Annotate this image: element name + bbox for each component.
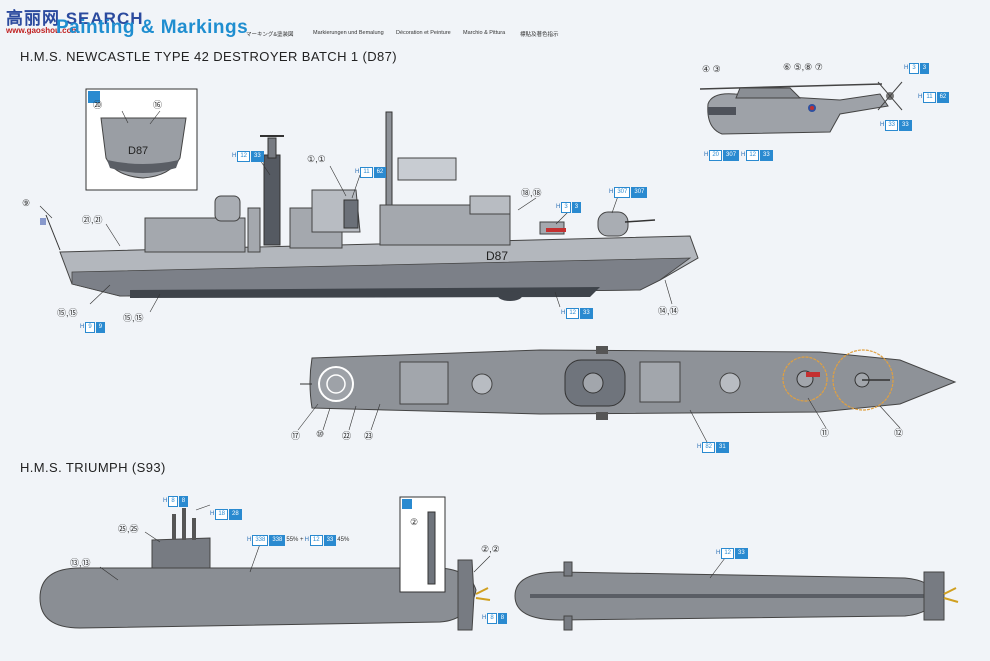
submarine-top-view bbox=[514, 557, 959, 631]
destroyer-top-view bbox=[297, 346, 957, 445]
submarine-inset bbox=[399, 496, 446, 593]
callout-22: ㉒ bbox=[342, 431, 352, 441]
callout-4-3: ④ ③ bbox=[702, 64, 721, 74]
header: 高丽网 SEARCH www.gaoshou.com Painting & Ma… bbox=[0, 0, 990, 42]
helicopter bbox=[699, 81, 903, 135]
callout-11: ⑪ bbox=[820, 428, 830, 438]
callout-6-5-8-7: ⑥ ⑤,⑧ ⑦ bbox=[783, 62, 823, 72]
lang-fr: Décoration et Peinture bbox=[396, 30, 451, 36]
callout-18: ⑱,⑱ bbox=[521, 188, 542, 198]
callout-25: ㉕,㉕ bbox=[118, 524, 139, 534]
callout-23: ㉓ bbox=[364, 431, 374, 441]
hull-number: D87 bbox=[486, 249, 508, 263]
destroyer-title: H.M.S. NEWCASTLE TYPE 42 DESTROYER BATCH… bbox=[20, 49, 398, 64]
lang-de: Markierungen und Bemalung bbox=[313, 30, 384, 36]
watermark: 高丽网 SEARCH bbox=[6, 9, 144, 28]
callout-2: ②,② bbox=[481, 544, 500, 554]
lang-it: Marchio & Pittura bbox=[463, 30, 506, 36]
callout-10: ⑩ bbox=[316, 429, 325, 439]
callout-inset-2: ② bbox=[410, 517, 419, 527]
callout-21: ㉑,㉑ bbox=[82, 215, 103, 225]
callout-1: ①,① bbox=[307, 154, 326, 164]
callout-16: ⑯ bbox=[153, 100, 163, 110]
lang-ja: マーキング&塗装図 bbox=[246, 32, 294, 38]
callout-15b: ⑮,⑮ bbox=[123, 313, 144, 323]
submarine-side-view bbox=[39, 504, 491, 631]
callout-12: ⑫ bbox=[894, 428, 904, 438]
lang-zh: 標貼及著色指示 bbox=[520, 32, 559, 38]
callout-9: ⑨ bbox=[22, 198, 31, 208]
transom-marking: D87 bbox=[128, 145, 148, 157]
callout-13: ⑬,⑬ bbox=[70, 558, 91, 568]
submarine-title: H.M.S. TRIUMPH (S93) bbox=[20, 460, 166, 475]
callout-20: ⑳ bbox=[93, 100, 103, 110]
page-title: Painting & Markings bbox=[56, 17, 249, 38]
destroyer-side-view: D87 bbox=[39, 111, 699, 313]
watermark-url: www.gaoshou.com bbox=[6, 26, 79, 35]
callout-15a: ⑮,⑮ bbox=[57, 308, 78, 318]
callout-17: ⑰ bbox=[291, 431, 301, 441]
transom-inset: D87 bbox=[85, 88, 198, 191]
callout-14: ⑭,⑭ bbox=[658, 306, 679, 316]
